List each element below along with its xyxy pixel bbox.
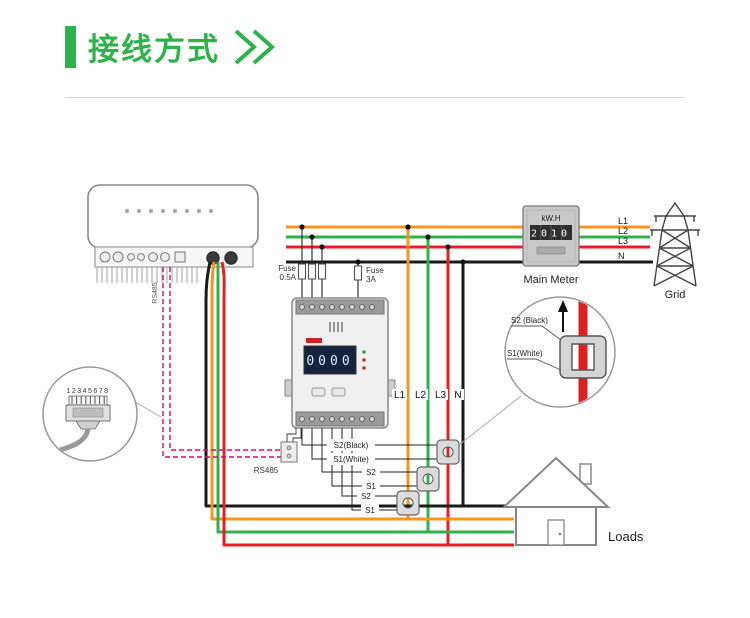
rail-green — [216, 262, 514, 534]
inverter-vent-dots — [124, 208, 214, 214]
rail-black — [204, 261, 514, 508]
rail-red — [220, 261, 514, 547]
ct-clamps — [396, 439, 460, 516]
meter-brand-logo — [306, 338, 322, 343]
meter-button-1 — [311, 387, 326, 397]
ct-label-s1-3: S1 — [365, 506, 375, 515]
right-label-l2: L2 — [618, 226, 628, 236]
right-label-n: N — [618, 251, 625, 261]
rs485-vertical-label: RS485 — [152, 282, 159, 304]
rs485-box-label: RS485 — [254, 466, 279, 475]
mid-label-l2: L2 — [415, 390, 427, 401]
house-loads-icon — [501, 456, 611, 546]
fuse-small-label-line2: 0.5A — [280, 273, 297, 282]
meter-button-2 — [331, 387, 346, 397]
mid-label-l1: L1 — [394, 390, 406, 401]
ct-label-s2-black: S2(Black) — [334, 441, 369, 450]
page-header: 接线方式 — [65, 24, 278, 69]
grid-label: Grid — [665, 289, 686, 301]
fuse-3a — [353, 265, 363, 281]
ct-detail-clamp — [559, 335, 607, 379]
fuse-small-label: Fuse 0.5A — [278, 264, 296, 282]
rj45-connector — [59, 395, 111, 453]
ct-clamp-red-phase — [436, 439, 460, 465]
rs485-dashed-wires — [162, 267, 281, 458]
ct-label-s1-2: S1 — [366, 482, 376, 491]
ct-label-s1-white: S1(White) — [333, 455, 369, 464]
fuse-bodies — [297, 263, 363, 281]
mid-label-l3: L3 — [435, 390, 447, 401]
rail-orange — [210, 261, 514, 521]
fuse-small-label-line1: Fuse — [278, 264, 296, 273]
title-accent-bar — [65, 25, 76, 68]
meter-top-screws — [299, 304, 375, 310]
energy-meter: 0000 — [284, 297, 396, 429]
right-label-l1: L1 — [618, 216, 628, 226]
rj45-leader-line — [134, 401, 162, 418]
ct-clamp-orange-phase — [396, 490, 420, 516]
rj45-detail-circle: 12345678 — [42, 366, 138, 462]
ct-label-s2-3: S2 — [361, 492, 371, 501]
ct-detail-s2-label: S2 (Black) — [511, 316, 548, 325]
ct-detail-leader-line — [458, 395, 522, 446]
main-meter-label: Main Meter — [523, 274, 578, 286]
ac-output-knob-2 — [224, 251, 238, 265]
mid-label-n: N — [454, 390, 461, 401]
grid-tower-icon — [650, 201, 700, 287]
header-divider — [65, 97, 685, 98]
phase-labels-mid: L1 L2 L3 N — [392, 389, 464, 401]
ct-label-s2-2: S2 — [366, 468, 376, 477]
page-title: 接线方式 — [88, 32, 220, 67]
ct-clamp-green-phase — [416, 466, 440, 492]
main-meter-reading: 2010 — [531, 229, 571, 240]
inverter — [87, 184, 259, 283]
main-meter-unit: kW.H — [541, 214, 560, 223]
ct-wire-labels: S2(Black) S1(White) S2 S1 S2 S1 — [327, 439, 380, 516]
fuse-0-5a-3 — [317, 263, 327, 280]
ct-detail-s1-label: S1(White) — [507, 349, 543, 358]
phase-labels-right: L1 L2 L3 N — [618, 216, 628, 261]
rs485-box-to-meter-wires — [286, 428, 302, 442]
inverter-output-wires — [204, 261, 514, 547]
meter-led-indicators — [362, 350, 366, 370]
meter-bottom-screws — [299, 416, 375, 422]
rj45-pin-numbers: 12345678 — [66, 388, 109, 395]
inverter-connectors — [99, 251, 186, 263]
meter-lcd — [303, 345, 357, 375]
heatsink-fins — [96, 267, 198, 283]
meter-vents — [329, 322, 343, 332]
din-clip-left — [284, 379, 293, 397]
fuse-big-label-line1: Fuse — [366, 266, 384, 275]
loads-label: Loads — [608, 529, 644, 544]
meter-display: 0000 — [306, 354, 353, 369]
tap-junction-dots — [299, 224, 466, 265]
ct-detail-red-wire — [578, 298, 588, 406]
ct-detail-circle: S2 (Black) S1(White) — [504, 296, 616, 408]
main-meter: kW.H 2010 Main Meter — [522, 205, 580, 286]
ac-bus-wires — [286, 225, 653, 264]
fuse-big-label: Fuse 3A — [366, 266, 384, 284]
fuse-big-label-line2: 3A — [366, 275, 376, 284]
right-label-l3: L3 — [618, 236, 628, 246]
chevron-decoration-icon — [234, 29, 276, 64]
fuse-0-5a-1 — [297, 263, 307, 280]
rj45-cable — [59, 428, 91, 453]
fuse-0-5a-2 — [307, 263, 317, 280]
rs485-terminal-box — [280, 428, 302, 463]
